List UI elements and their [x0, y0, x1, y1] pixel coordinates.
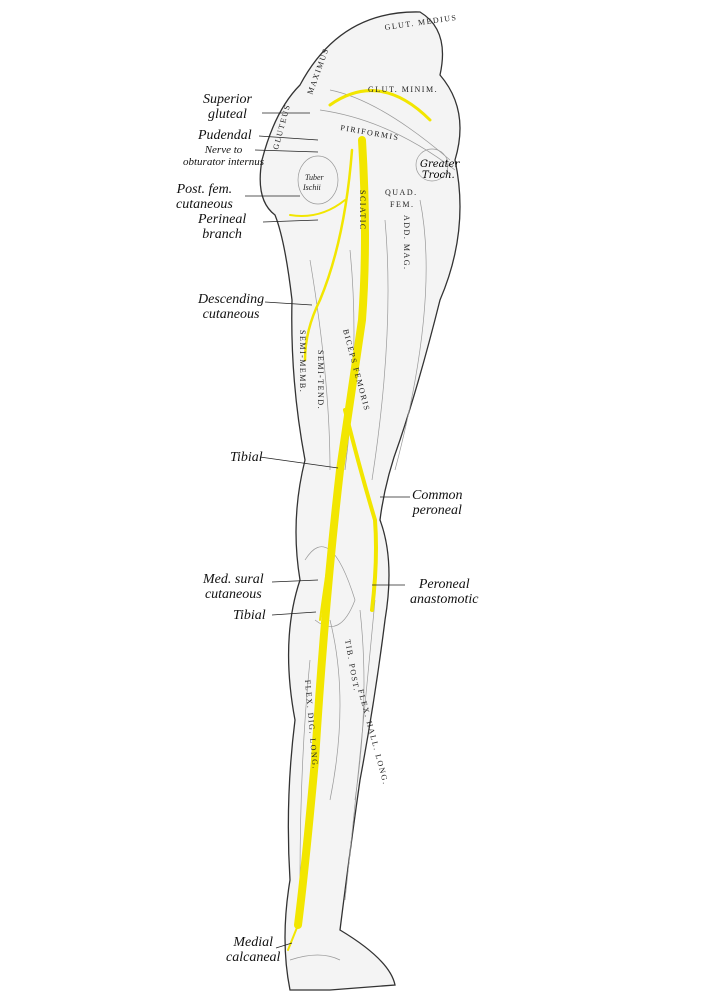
- muscle-label-quad: QUAD.: [385, 188, 418, 197]
- muscle-label-troch: Troch.: [422, 170, 455, 181]
- label-line: obturator internus: [183, 156, 264, 168]
- label-line: anastomotic: [410, 592, 479, 607]
- leg-outline: [259, 11, 461, 991]
- muscle-label-greater: Greater: [420, 159, 461, 170]
- muscle-label-semi-memb: SEMI-MEMB.: [298, 330, 307, 393]
- muscle-label-glut-minim: GLUT. MINIM.: [368, 85, 438, 94]
- sciatic-nerve: [294, 136, 369, 929]
- superior-gluteal-nerve: [328, 89, 432, 122]
- label-line: Perineal: [198, 212, 247, 227]
- label-line: Superior: [203, 92, 252, 107]
- calcaneal-nerve: [287, 924, 299, 951]
- label-line: Nerve to: [204, 144, 243, 156]
- label-tibial-upper: Tibial: [230, 450, 263, 465]
- label-line: cutaneous: [176, 197, 233, 212]
- label-line: branch: [202, 227, 242, 242]
- label-line: Medial: [233, 935, 274, 950]
- label-line: Descending: [198, 292, 265, 307]
- label-pudendal: Pudendal: [198, 128, 252, 143]
- label-line: Med. sural: [203, 572, 264, 587]
- muscle-label-add-mag: ADD. MAG.: [402, 215, 411, 271]
- muscle-label-fem: FEM.: [390, 200, 414, 209]
- label-line: Common: [412, 488, 463, 503]
- common-peroneal-nerve: [343, 408, 378, 612]
- label-line: cutaneous: [204, 587, 262, 602]
- label-line: Post. fem.: [176, 182, 233, 197]
- muscle-shading: [289, 89, 456, 961]
- muscle-label-ischii: Ischii: [302, 183, 321, 192]
- label-line: Peroneal: [418, 577, 470, 592]
- muscle-label-sciatic: SCIATIC: [358, 190, 367, 231]
- sural-nerve: [319, 519, 336, 621]
- leader-lines: [245, 112, 410, 949]
- label-post-fem-cutaneous: Post. fem.cutaneous: [176, 182, 233, 212]
- perineal-branch-nerve: [289, 199, 346, 217]
- muscle-label-semi-tend: SEMI-TEND.: [316, 350, 325, 410]
- label-tibial-lower: Tibial: [233, 608, 266, 623]
- label-line: cutaneous: [202, 307, 260, 322]
- post-fem-cutaneous-nerve: [303, 148, 354, 362]
- muscle-label-tuber: Tuber: [305, 173, 325, 182]
- label-line: calcaneal: [226, 950, 281, 965]
- nerves: [287, 89, 432, 951]
- label-line: gluteal: [208, 107, 247, 122]
- label-line: peroneal: [412, 503, 462, 518]
